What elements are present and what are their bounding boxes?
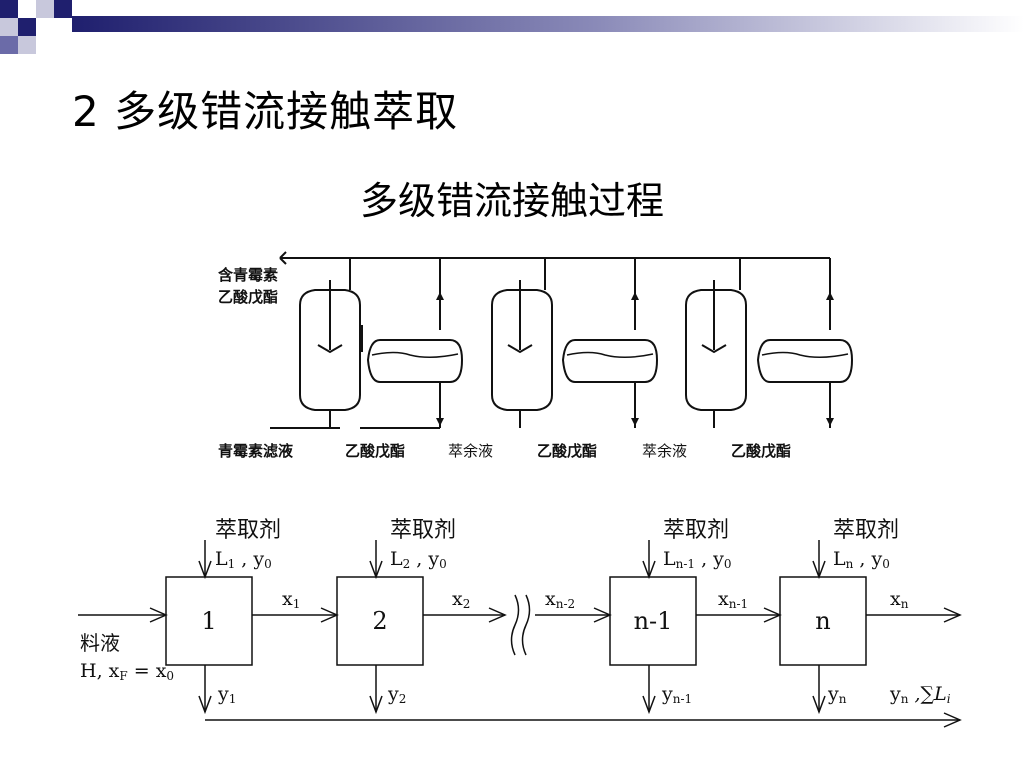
slide-subtitle: 多级错流接触过程 bbox=[359, 179, 664, 223]
header-decoration bbox=[0, 0, 1024, 54]
stage-box-1 bbox=[165, 576, 253, 666]
raffinate-n-1: xn-1 bbox=[718, 588, 748, 611]
stage-label-1: 1 bbox=[201, 607, 216, 635]
stage-box-2 bbox=[336, 576, 424, 666]
raffinate-n: xn bbox=[890, 588, 909, 611]
solvent-label-n-1: 萃取剂 bbox=[663, 518, 729, 543]
stage-box-n bbox=[779, 576, 867, 666]
raffinate-n-2: xn-2 bbox=[545, 588, 575, 611]
feed-label: 料液 bbox=[80, 631, 120, 655]
bottom-label-3: 乙酸戊酯 bbox=[537, 442, 597, 460]
extract-1: y1 bbox=[217, 683, 236, 706]
solvent-flow-n-1: Ln-1 , y0 bbox=[663, 548, 732, 571]
stage-label-n: n bbox=[815, 607, 830, 635]
solvent-label-n: 萃取剂 bbox=[833, 518, 899, 543]
slide-title: 2 多级错流接触萃取 bbox=[72, 87, 459, 136]
feed-label-line1: 含青霉素 bbox=[218, 266, 278, 284]
stage-box-n-1 bbox=[609, 576, 697, 666]
solvent-label-2: 萃取剂 bbox=[390, 518, 456, 543]
bottom-label-0: 青霉素滤液 bbox=[218, 442, 294, 460]
stage-label-2: 2 bbox=[372, 607, 387, 635]
solvent-flow-1: L1 , y0 bbox=[215, 548, 272, 571]
bottom-label-1: 乙酸戊酯 bbox=[345, 442, 405, 460]
raffinate-2: x2 bbox=[452, 588, 470, 611]
raffinate-1: x1 bbox=[282, 588, 300, 611]
solvent-label-1: 萃取剂 bbox=[215, 518, 281, 543]
stage-label-n-1: n-1 bbox=[634, 607, 673, 635]
feed-composition: H, xF = x0 bbox=[80, 660, 174, 683]
total-extract: yn ,∑Li bbox=[889, 683, 951, 706]
bottom-label-4: 萃余液 bbox=[642, 442, 687, 460]
extract-n-1: yn-1 bbox=[661, 683, 692, 706]
feed-label-line2: 乙酸戊酯 bbox=[218, 288, 278, 306]
bottom-label-5: 乙酸戊酯 bbox=[731, 442, 791, 460]
solvent-flow-2: L2 , y0 bbox=[390, 548, 447, 571]
solvent-flow-n: Ln , y0 bbox=[833, 548, 890, 571]
extract-n: yn bbox=[827, 683, 847, 706]
bottom-label-2: 萃余液 bbox=[448, 442, 493, 460]
extract-2: y2 bbox=[387, 683, 406, 706]
